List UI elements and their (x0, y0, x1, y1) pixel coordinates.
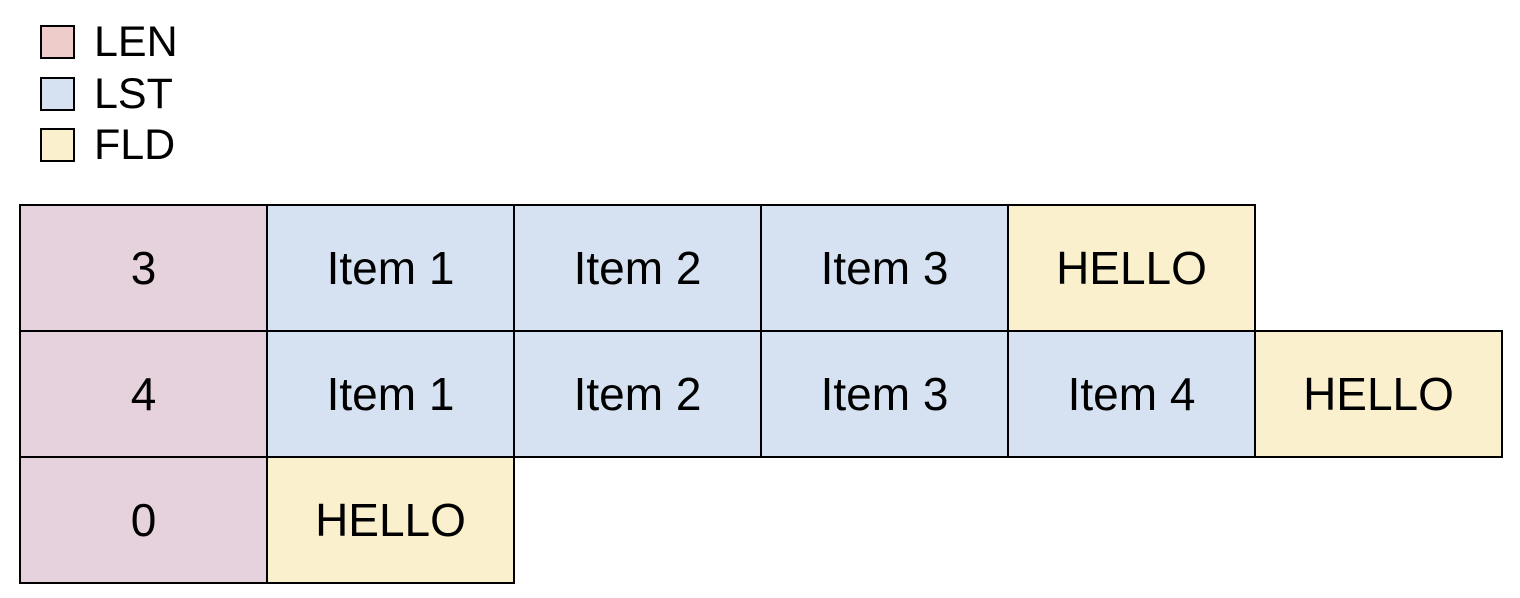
row-1-list-item-cell-1: Item 1 (266, 204, 515, 332)
legend-swatch-lst (40, 77, 75, 111)
row-2-list-item-cell-4: Item 4 (1007, 330, 1256, 458)
row-1-list-item-cell-2: Item 2 (513, 204, 762, 332)
legend-label-len: LEN (94, 17, 178, 66)
legend-label-fld: FLD (94, 120, 176, 169)
row-1-field-cell: HELLO (1007, 204, 1256, 332)
row-1-len-cell: 3 (19, 204, 268, 332)
legend-swatch-len (40, 25, 75, 59)
legend-label-lst: LST (94, 69, 173, 118)
row-3-field-cell: HELLO (266, 456, 515, 584)
legend-item-lst: LST (40, 72, 173, 115)
row-2-list-item-cell-2: Item 2 (513, 330, 762, 458)
row-2-list-item-cell-3: Item 3 (760, 330, 1009, 458)
row-2-list-item-cell-1: Item 1 (266, 330, 515, 458)
legend-item-len: LEN (40, 20, 178, 63)
row-1-list-item-cell-3: Item 3 (760, 204, 1009, 332)
row-2-field-cell: HELLO (1254, 330, 1503, 458)
legend-item-fld: FLD (40, 123, 175, 166)
row-2-len-cell: 4 (19, 330, 268, 458)
row-3-len-cell: 0 (19, 456, 268, 584)
legend-swatch-fld (40, 128, 75, 162)
